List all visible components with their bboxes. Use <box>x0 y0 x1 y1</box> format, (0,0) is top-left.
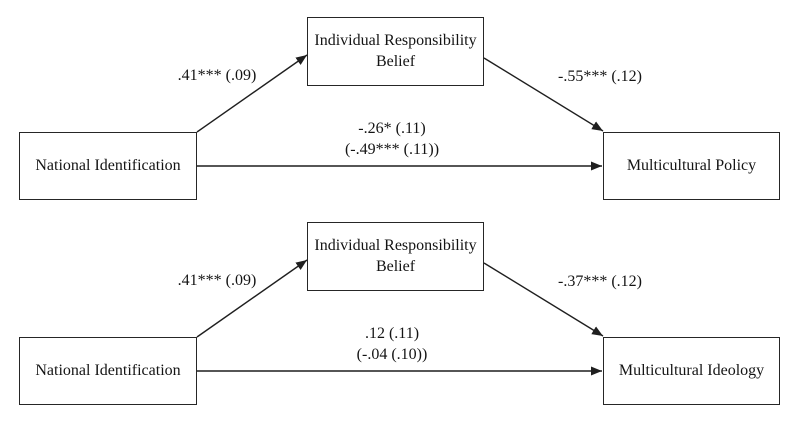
mediator-label: Individual Responsibility Belief <box>314 236 477 275</box>
mediation-panel-policy: National Identification Individual Respo… <box>0 0 800 205</box>
predictor-box: National Identification <box>19 337 197 405</box>
outcome-box: Multicultural Ideology <box>603 337 780 405</box>
direct-effect-coefficient: -.26* (.11) <box>358 120 426 137</box>
path-b-coefficient: -.55*** (.12) <box>558 68 642 85</box>
path-b-arrow <box>483 262 604 337</box>
direct-path-coefficients: -.26* (.11) (-.49*** (.11)) <box>345 118 439 160</box>
total-effect-coefficient: (-.04 (.10)) <box>356 346 428 363</box>
total-effect-coefficient: (-.49*** (.11)) <box>344 141 440 158</box>
outcome-box: Multicultural Policy <box>603 132 780 200</box>
predictor-box: National Identification <box>19 132 197 200</box>
path-b-coefficient: -.37*** (.12) <box>558 273 642 290</box>
outcome-label: Multicultural Policy <box>626 156 757 174</box>
path-a-arrow <box>196 259 308 338</box>
direct-effect-coefficient: .12 (.11) <box>364 325 420 342</box>
path-arrows <box>196 54 604 171</box>
mediator-box: Individual Responsibility Belief <box>307 17 484 86</box>
predictor-label: National Identification <box>35 156 181 174</box>
mediator-label: Individual Responsibility Belief <box>314 31 477 70</box>
path-a-coefficient: .41*** (.09) <box>177 67 257 84</box>
path-arrows <box>196 259 604 376</box>
mediator-box: Individual Responsibility Belief <box>307 222 484 291</box>
path-a-coefficient: .41*** (.09) <box>177 272 257 289</box>
predictor-label: National Identification <box>35 361 181 379</box>
mediation-panel-ideology: National Identification Individual Respo… <box>0 205 800 410</box>
path-a-arrow <box>196 54 308 133</box>
direct-path-coefficients: .12 (.11) (-.04 (.10)) <box>357 323 428 365</box>
outcome-label: Multicultural Ideology <box>618 361 765 379</box>
path-b-arrow <box>483 57 604 132</box>
